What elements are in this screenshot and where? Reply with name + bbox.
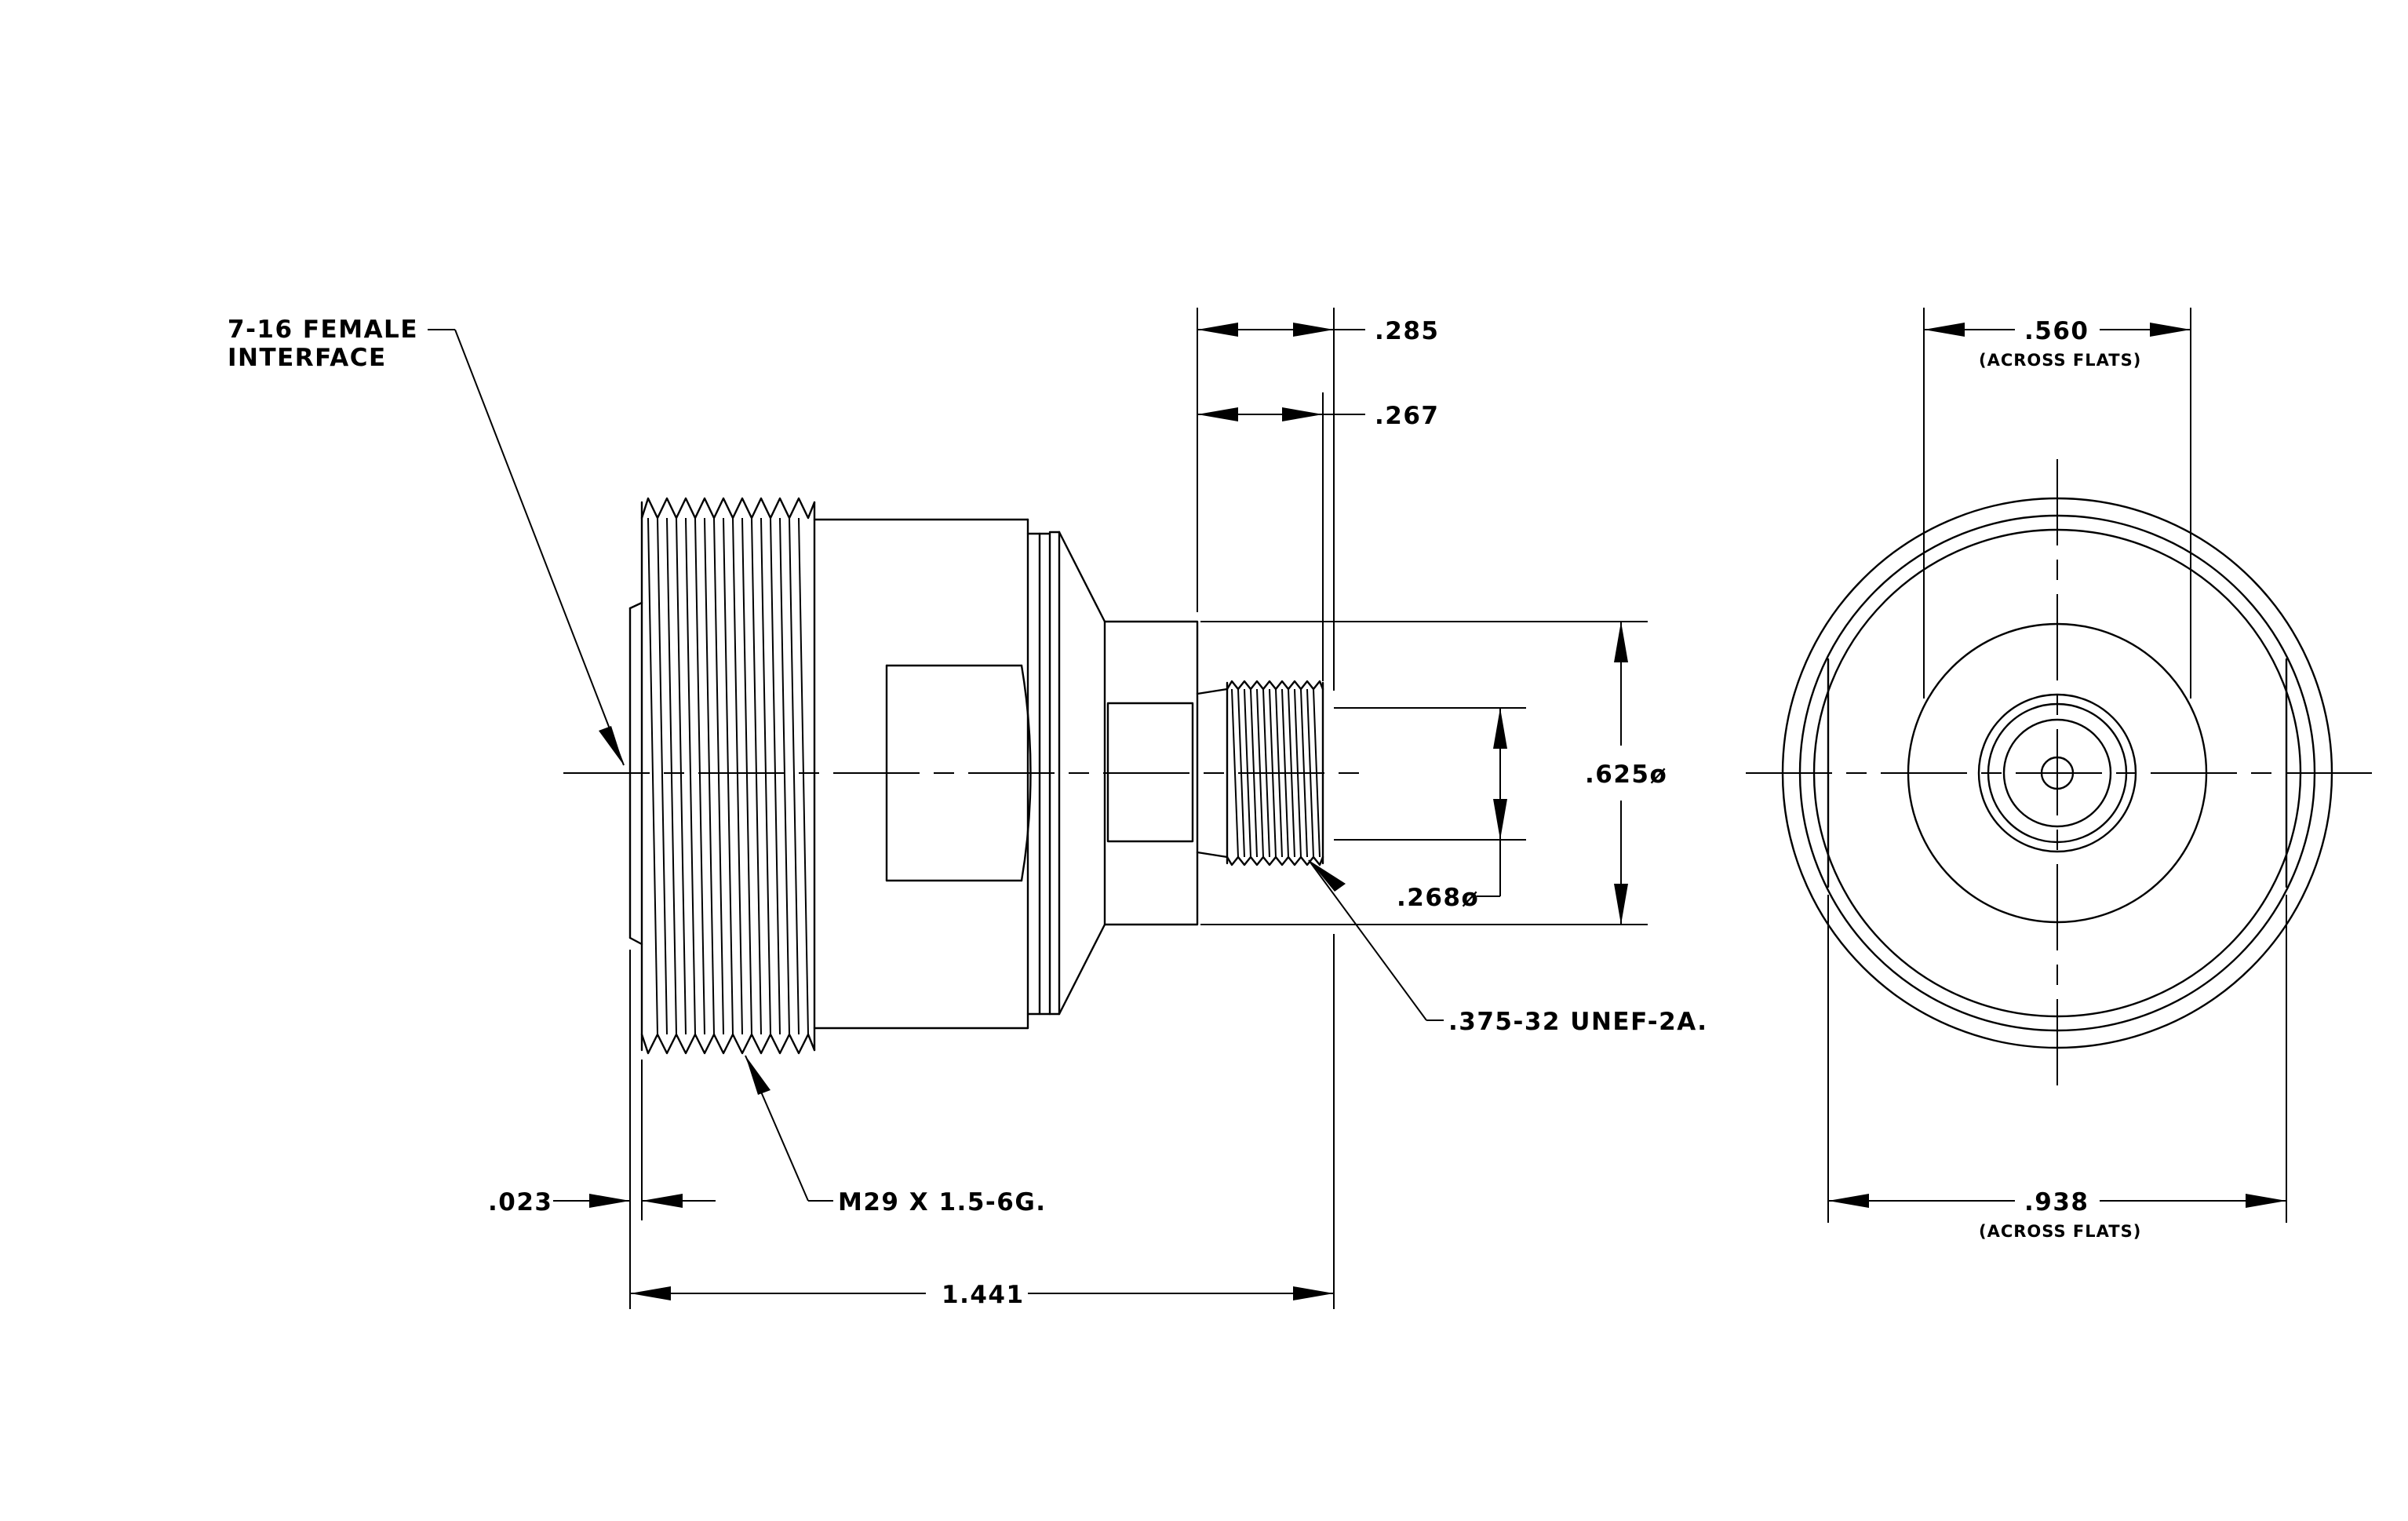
- leader-interface: 7-16 FEMALE INTERFACE: [228, 316, 625, 766]
- dim-625-label: .625ø: [1585, 760, 1667, 789]
- m29-thread-body: [640, 497, 816, 1055]
- across-flats-top-label: (ACROSS FLATS): [1979, 351, 2141, 370]
- dim-023: .023: [488, 1188, 716, 1216]
- leader-m29: M29 X 1.5-6G.: [745, 1055, 1047, 1216]
- taper-cone: [1048, 531, 1106, 1016]
- end-view: .560 (ACROSS FLATS) .938 (ACROSS FLATS): [1746, 308, 2373, 1241]
- inner-circle-1: [1977, 693, 2137, 853]
- dim-938: .938 (ACROSS FLATS): [1828, 1188, 2286, 1241]
- small-thread: [1196, 680, 1324, 866]
- dim-285-label: .285: [1375, 317, 1440, 345]
- dim-285: .285: [1197, 317, 1440, 345]
- mid-circle: [1907, 622, 2208, 924]
- thread-375-label: .375-32 UNEF-2A.: [1448, 1008, 1708, 1036]
- dim-1441-label: 1.441: [942, 1281, 1025, 1309]
- dim-560: .560 (ACROSS FLATS): [1924, 317, 2191, 370]
- outer-circle-3: [1812, 528, 2302, 1018]
- dim-023-label: .023: [488, 1188, 553, 1216]
- dim-267: .267: [1197, 402, 1440, 430]
- main-body: [813, 518, 1051, 1030]
- inner-circle-2: [1987, 702, 2128, 844]
- dim-268: .268ø: [1397, 708, 1507, 912]
- side-view: .285 .267 .625ø .268ø: [228, 308, 1708, 1309]
- outer-circle: [1781, 497, 2333, 1049]
- inner-circle-3: [2002, 718, 2112, 828]
- interface-label-line2: INTERFACE: [228, 344, 387, 372]
- interface-label-line1: 7-16 FEMALE: [228, 316, 418, 344]
- across-flats-bottom-label: (ACROSS FLATS): [1979, 1222, 2141, 1241]
- dim-267-label: .267: [1375, 402, 1440, 430]
- dim-268-label: .268ø: [1397, 884, 1479, 912]
- dim-1441: 1.441: [630, 1281, 1334, 1309]
- center-pin: [2040, 756, 2075, 790]
- dim-938-label: .938: [2024, 1188, 2089, 1216]
- hex-section: [1103, 620, 1199, 926]
- thread-m29-label: M29 X 1.5-6G.: [838, 1188, 1047, 1216]
- dim-560-label: .560: [2024, 317, 2089, 345]
- outer-circle-2: [1798, 514, 2316, 1032]
- dim-625: .625ø: [1585, 622, 1667, 925]
- interface-flange: [628, 601, 643, 946]
- leader-375: .375-32 UNEF-2A.: [1308, 859, 1708, 1036]
